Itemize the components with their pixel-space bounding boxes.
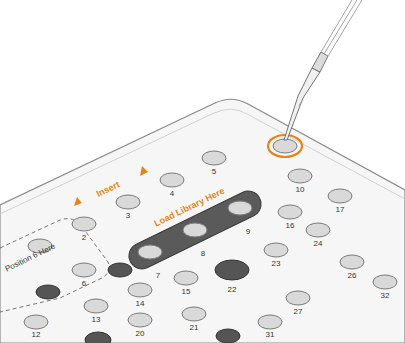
callout-number: 21 — [190, 324, 199, 332]
wells — [24, 139, 397, 329]
cartridge-plate — [0, 99, 405, 343]
dark-wells — [36, 260, 249, 343]
library-bar — [125, 187, 266, 273]
callout-number: 6 — [82, 280, 86, 288]
callout-number: 5 — [212, 168, 216, 176]
callout-number: 7 — [156, 272, 160, 280]
callout-number: 13 — [92, 316, 101, 324]
callout-number: 24 — [314, 240, 323, 248]
callout-number: 20 — [136, 330, 145, 338]
callout-number: 4 — [170, 190, 174, 198]
callout-number: 27 — [294, 308, 303, 316]
callout-number: 17 — [336, 206, 345, 214]
callout-number: 22 — [228, 286, 237, 294]
callout-number: 9 — [246, 228, 250, 236]
callout-number: 32 — [381, 292, 390, 300]
callout-number: 3 — [126, 212, 130, 220]
callout-number: 31 — [266, 331, 275, 339]
position-6-region — [0, 219, 109, 312]
callout-number: 23 — [272, 260, 281, 268]
callout-number: 8 — [201, 250, 205, 258]
callout-number: 12 — [32, 331, 41, 339]
callout-number: 14 — [136, 300, 145, 308]
callout-number: 26 — [348, 272, 357, 280]
insert-arrows — [74, 166, 148, 206]
pipette — [284, 0, 362, 140]
callout-number: 16 — [286, 222, 295, 230]
callout-number: 15 — [182, 288, 191, 296]
callout-number: 2 — [82, 234, 86, 242]
callout-number: 10 — [296, 186, 305, 194]
